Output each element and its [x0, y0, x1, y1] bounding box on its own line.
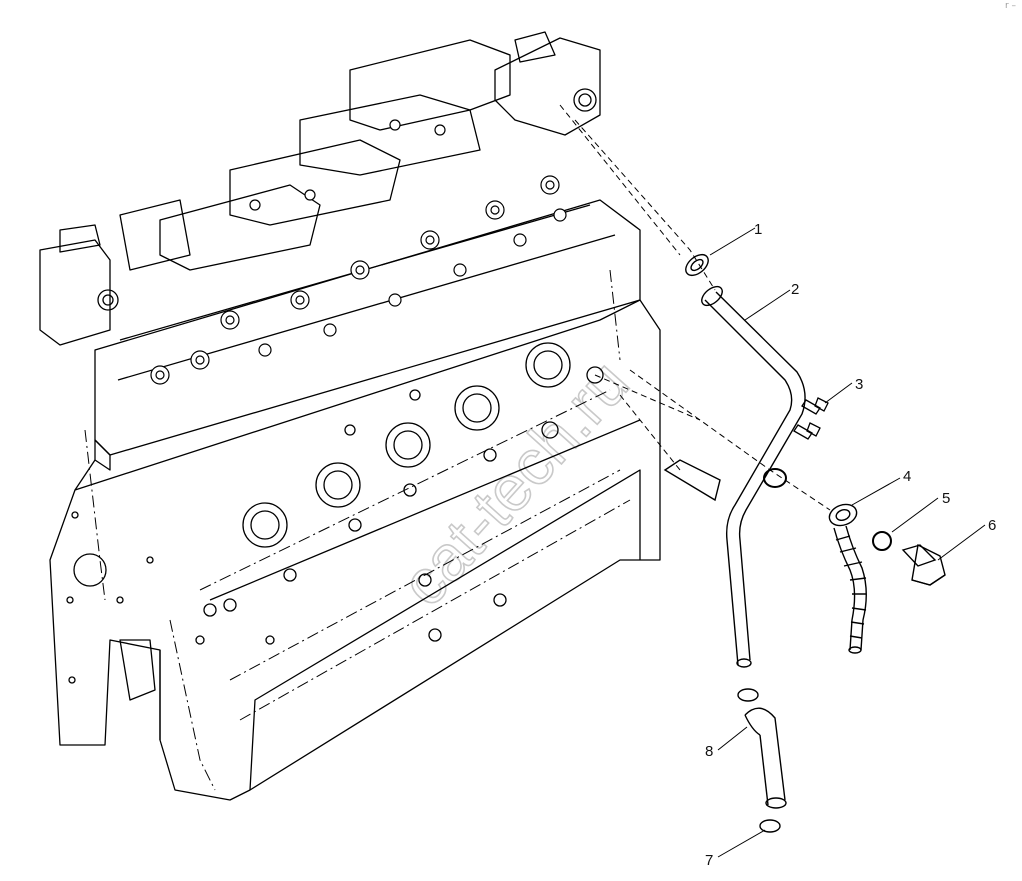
block-bores — [195, 342, 604, 645]
part-2-pipe — [663, 285, 806, 668]
part-7-clamps — [737, 688, 781, 833]
watermark-text: cat-tech.ru — [387, 347, 643, 620]
leader-lines — [559, 104, 831, 511]
watermark: cat-tech.ru — [386, 346, 643, 620]
engine-block — [39, 31, 661, 801]
part-1-gasket — [685, 253, 709, 277]
callout-2: 2 — [791, 281, 799, 298]
callout-leaders — [709, 227, 986, 858]
callout-3: 3 — [855, 376, 863, 393]
callout-labels: 1 2 3 4 5 6 7 8 — [705, 221, 996, 869]
callout-5: 5 — [942, 490, 950, 507]
corner-mark: r – — [1004, 1, 1016, 11]
callout-4: 4 — [903, 468, 911, 485]
valve-bosses — [150, 119, 567, 385]
part-5-o-rings — [763, 468, 892, 551]
part-8-hose — [744, 707, 787, 809]
callout-7: 7 — [705, 852, 713, 869]
part-3-bolts — [793, 397, 829, 440]
callout-8: 8 — [705, 743, 713, 760]
callout-6: 6 — [988, 517, 996, 534]
part-4-banjo-hose — [828, 503, 867, 654]
phantom-lines — [84, 269, 631, 791]
callout-1: 1 — [754, 221, 762, 238]
part-6-banjo-bolt — [901, 543, 946, 586]
